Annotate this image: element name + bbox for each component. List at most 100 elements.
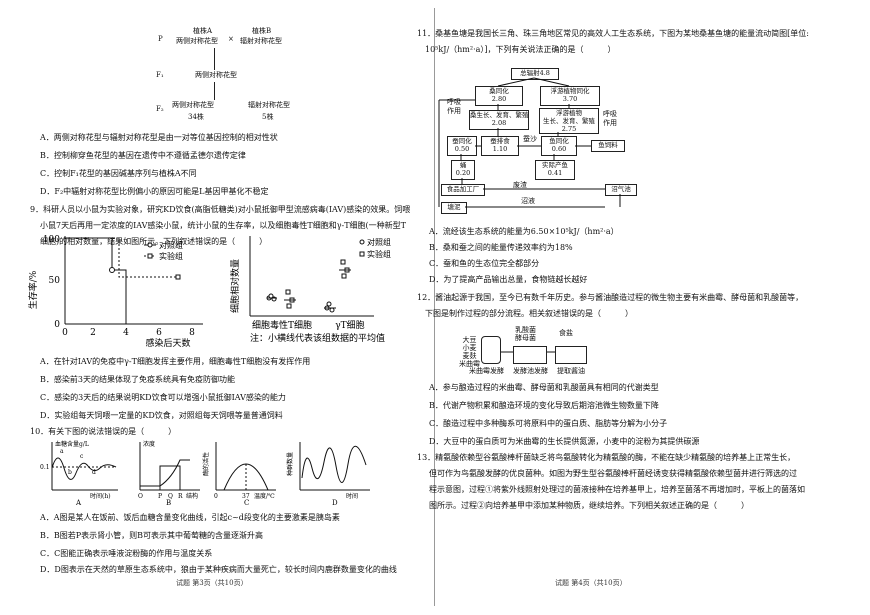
y-tick-100: 100 bbox=[43, 235, 60, 245]
left-page: P 植株A 两侧对称花型 × 植株B 辐射对称花型 F₁ 两侧对称花型 F₂ 两… bbox=[28, 27, 411, 587]
q10-option-b: B．B图若P表示肾小管，则B可表示其中葡萄糖的含量逐渐升高 bbox=[40, 531, 264, 540]
q11-option-b: B．桑和蚕之间的能量传递效率约为18% bbox=[429, 243, 573, 252]
microbes: 乳酸菌 酵母菌 bbox=[515, 326, 536, 342]
q12-stem-1: 12．酱油起源于我国，至今已有数千年历史。参与酱油酿造过程的微生物主要有米曲霉、… bbox=[417, 293, 804, 302]
pond-mud: 塘泥 bbox=[441, 202, 467, 214]
svg-text:A: A bbox=[75, 499, 82, 506]
svg-text:P: P bbox=[158, 493, 162, 500]
energy-arrows bbox=[438, 77, 621, 208]
q13-stem-1: 13．精氨酸依赖型谷氨酸棒杆菌缺乏将鸟氨酸转化为精氨酸的酶，不能在缺少精氨酸的培… bbox=[417, 453, 796, 462]
extractor bbox=[555, 346, 587, 364]
control-line bbox=[65, 237, 127, 324]
fermenter-2 bbox=[513, 346, 547, 364]
food-factory: 食品加工厂 bbox=[441, 184, 485, 196]
q13-stem-3: 程示意图，过程①将紫外线照射处理过的菌液接种在培养基甲上，培养至菌落不再增加时，… bbox=[429, 485, 805, 494]
parent-a: 植株A bbox=[193, 27, 213, 35]
q13-stem-2: 但可作为鸟氨酸发酵的优良菌种。如图为野生型谷氨酸棒杆菌经诱变获得精氨酸依赖型菌并… bbox=[429, 469, 797, 478]
cell-cat-2: γT细胞 bbox=[335, 319, 364, 331]
q9-option-b: B．感染前3天的结果体现了免疫系统具有免疫防御功能 bbox=[40, 375, 235, 384]
survival-xlabel: 感染后天数 bbox=[145, 337, 190, 349]
q12-option-b: B．代谢产物积累和酿造环境的变化导致后期溶池微生物数量下降 bbox=[429, 401, 659, 410]
q11-option-a: A．流经该生态系统的能量为6.50×10⁵kJ/（hm²·a） bbox=[429, 227, 619, 236]
p-label: P bbox=[158, 35, 163, 43]
q11-option-c: C．蚕和鱼的生态位完全都部分 bbox=[429, 259, 540, 268]
biogas-pool: 沼气池 bbox=[605, 184, 637, 196]
f1-label: F₁ bbox=[156, 71, 164, 79]
exp-point bbox=[175, 274, 181, 280]
svg-text:0: 0 bbox=[214, 493, 218, 500]
svg-text:a: a bbox=[60, 448, 64, 455]
f2-a-type: 两侧对称花型 bbox=[172, 101, 214, 109]
cell-legend-control: 对照组 bbox=[367, 237, 391, 247]
svg-text:种群数量: 种群数量 bbox=[286, 452, 294, 476]
cell-count-chart: 细胞相对数量 对照组 实验组 细胞毒性T细胞 γT细胞 注：小横线代表该组数据的… bbox=[229, 236, 391, 344]
cell-note: 注：小横线代表该组数据的平均值 bbox=[250, 332, 385, 344]
fish-box: 鱼同化 0.60 bbox=[541, 136, 577, 156]
q10-chart-d: 种群数量 时间 D bbox=[286, 442, 370, 506]
left-footer: 试题 第3页（共10页） bbox=[176, 579, 248, 587]
q9-option-d: D．实验组每天饲喂一定量的KD饮食，对照组每天饲喂等量普通饲料 bbox=[40, 411, 283, 420]
q11-stem-2: 10⁵kJ/（hm²·a）]，下列有关说法正确的是（ ） bbox=[425, 45, 616, 54]
mulberry-growth: 桑生长、发育、繁殖 2.08 bbox=[469, 110, 529, 130]
right-page: 11．桑基鱼塘是我国长三角、珠三角地区常见的高效人工生态系统，下图为某地桑基鱼塘… bbox=[417, 0, 870, 615]
legend-control: 对照组 bbox=[159, 240, 183, 250]
q9-stem-3: 细胞)的相对数量，结果如图所示。下列叙述错误的是（ ） bbox=[40, 237, 268, 246]
cell-legend-exp: 实验组 bbox=[367, 249, 391, 259]
silkworm-sand: 蚕沙 bbox=[523, 135, 537, 143]
svg-text:酶的活性: 酶的活性 bbox=[202, 452, 210, 476]
fish-feed: 鱼饲料 bbox=[591, 140, 625, 152]
svg-text:37: 37 bbox=[242, 493, 250, 500]
svg-text:c: c bbox=[80, 453, 84, 460]
svg-text:结构: 结构 bbox=[186, 492, 198, 500]
arrow-line bbox=[214, 82, 215, 100]
parent-b: 植株B bbox=[252, 27, 272, 35]
q12-option-a: A．参与酿造过程的米曲霉、酵母菌和乳酸菌具有相同的代谢类型 bbox=[429, 383, 659, 392]
cell-cat-1: 细胞毒性T细胞 bbox=[252, 319, 312, 331]
legend-exp: 实验组 bbox=[159, 251, 183, 261]
q9-stem-2: 小鼠7天后再用一定浓度的IAV感染小鼠，统计小鼠的生存率，以及细胞毒性T细胞和γ… bbox=[40, 221, 407, 230]
svg-text:b: b bbox=[68, 469, 72, 476]
q11-stem-1: 11．桑基鱼塘是我国长三角、珠三角地区常见的高效人工生态系统，下图为某地桑基鱼塘… bbox=[417, 29, 809, 38]
svg-text:C: C bbox=[244, 499, 249, 506]
q12-option-d: D．大豆中的蛋白质可为米曲霉的生长提供氮源，小麦中的淀粉为其提供碳源 bbox=[429, 437, 700, 446]
y-tick-50: 50 bbox=[49, 276, 61, 286]
plankton-box: 浮游植物同化 3.70 bbox=[540, 86, 600, 106]
x-tick-2: 2 bbox=[90, 328, 96, 338]
q10-charts: 血糖含量g/L 0.1 a b c d 时间(h) A 浓度 O P Q R 结… bbox=[40, 440, 370, 506]
x-tick-8: 8 bbox=[189, 328, 195, 338]
waste-label: 废渣 bbox=[513, 181, 527, 189]
svg-text:浓度: 浓度 bbox=[143, 440, 155, 448]
respiration-left: 呼吸 作用 bbox=[447, 98, 461, 115]
q8-option-b: B．控制柳穿鱼花型的基因在遗传中不遵循孟德尔遗传定律 bbox=[40, 151, 246, 160]
y-tick-0: 0 bbox=[54, 320, 60, 330]
f2-b-type: 辐射对称花型 bbox=[248, 101, 290, 109]
q9-stem-1: 9．科研人员以小鼠为实验对象，研究KD饮食(高脂低糖类)对小鼠抵御甲型流感病毒(… bbox=[30, 205, 411, 214]
x-tick-4: 4 bbox=[123, 328, 129, 338]
svg-text:B: B bbox=[166, 499, 171, 506]
svg-text:血糖含量g/L: 血糖含量g/L bbox=[55, 440, 89, 448]
right-footer: 试题 第4页（共10页） bbox=[555, 579, 627, 587]
slurry-label: 沼液 bbox=[521, 197, 535, 205]
x-tick-6: 6 bbox=[156, 328, 162, 338]
svg-text:O: O bbox=[138, 493, 143, 500]
svg-text:时间: 时间 bbox=[346, 492, 358, 500]
q10-chart-c: 酶的活性 0 37 温度/℃ C bbox=[202, 442, 276, 506]
control-point bbox=[109, 267, 115, 273]
q9-option-c: C．感染的3天后的结果说明KD饮食可以增强小鼠抵御IAV感染的能力 bbox=[40, 393, 286, 402]
q8-option-d: D．F₂中辐射对称花型比例偏小的原因可能是L基因甲基化不稳定 bbox=[40, 187, 269, 196]
total-radiation: 总辐射4.8 bbox=[511, 68, 559, 80]
survival-chart: 生存率/% 100 50 0 0 2 4 6 8 感染后天数 对照组 实验组 bbox=[28, 235, 203, 349]
q10-stem: 10．有关下图的说法错误的是（ ） bbox=[30, 427, 177, 436]
fish-output: 实际产鱼 0.41 bbox=[535, 160, 575, 180]
step-koji: 米曲霉发酵 bbox=[469, 367, 504, 375]
cell-ylabel: 细胞相对数量 bbox=[229, 259, 241, 313]
f2-label: F₂ bbox=[156, 105, 164, 113]
q10-chart-b: 浓度 O P Q R 结构 B bbox=[138, 440, 200, 506]
parent-a-type: 两侧对称花型 bbox=[176, 37, 218, 45]
mulberry-box: 桑同化 2.80 bbox=[475, 86, 523, 106]
svg-text:0.1: 0.1 bbox=[40, 464, 50, 471]
cross-sign: × bbox=[228, 35, 234, 43]
parent-b-type: 辐射对称花型 bbox=[240, 37, 282, 45]
q12-option-c: C．酿造过程中多种酶系可将原料中的蛋白质、脂肪等分解为小分子 bbox=[429, 419, 668, 428]
step-extract: 提取酱油 bbox=[557, 367, 585, 375]
